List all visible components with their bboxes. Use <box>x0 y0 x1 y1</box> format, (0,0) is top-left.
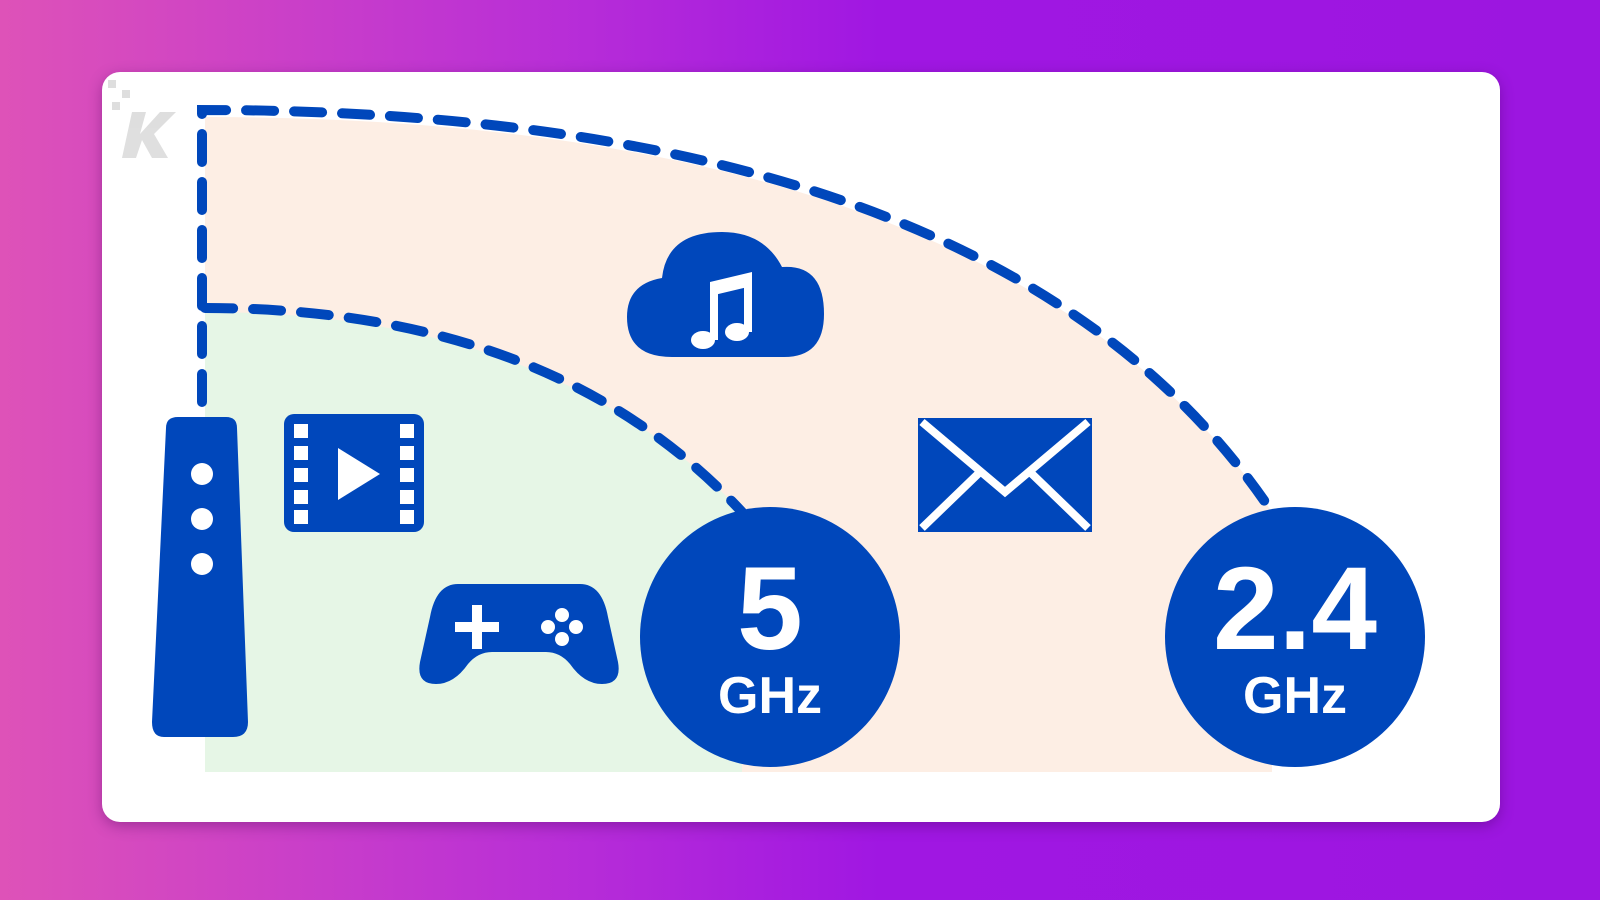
wifi-range-diagram: 5 GHz 2.4 GHz <box>152 104 1425 772</box>
envelope-icon <box>918 418 1092 532</box>
badge-5ghz: 5 GHz <box>640 507 900 767</box>
cloud-music-icon <box>627 232 824 357</box>
badge-2-4ghz: 2.4 GHz <box>1165 507 1425 767</box>
video-play-icon <box>284 414 424 532</box>
band-2-4ghz-unit: GHz <box>1243 667 1347 725</box>
dashed-range-2-4ghz <box>197 104 1277 517</box>
dashed-range-5ghz <box>200 303 747 517</box>
k-logo-watermark <box>108 80 176 158</box>
gamepad-icon <box>419 584 619 684</box>
band-5ghz-number: 5 <box>737 543 803 675</box>
band-2-4ghz-number: 2.4 <box>1213 543 1377 675</box>
diagram-card: 5 GHz 2.4 GHz <box>102 72 1500 822</box>
band-5ghz-unit: GHz <box>718 667 822 725</box>
router-icon <box>152 417 248 737</box>
